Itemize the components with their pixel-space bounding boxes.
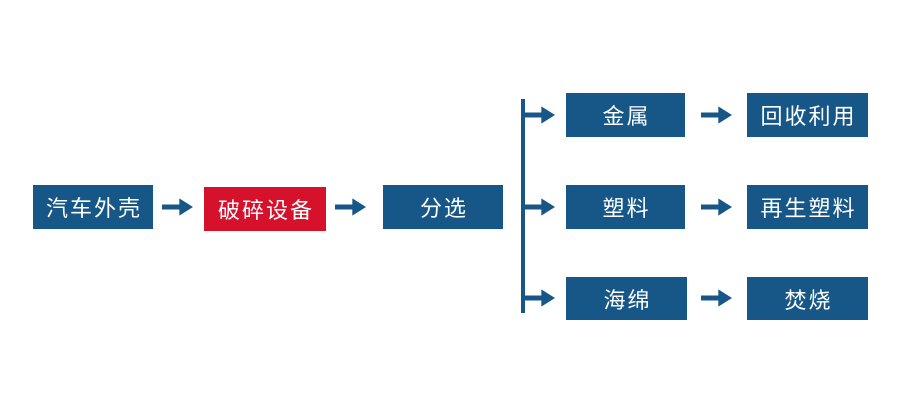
node-incineration-label: 焚烧 bbox=[784, 287, 833, 313]
arrow-right-icon bbox=[162, 198, 193, 216]
node-plastic: 塑料 bbox=[566, 185, 685, 229]
node-plastic-label: 塑料 bbox=[602, 196, 651, 221]
arrow-right-icon bbox=[701, 106, 732, 124]
node-sorting: 分选 bbox=[383, 185, 503, 229]
node-recycled-plastic: 再生塑料 bbox=[747, 185, 868, 229]
branch-arrow-right-icon bbox=[524, 198, 555, 216]
node-crusher: 破碎设备 bbox=[204, 187, 326, 231]
node-recycled-plastic-label: 再生塑料 bbox=[760, 196, 857, 221]
arrow-right-icon bbox=[335, 198, 366, 216]
node-incineration: 焚烧 bbox=[747, 277, 868, 320]
node-sponge: 海绵 bbox=[566, 277, 687, 320]
branch-arrow-right-icon bbox=[524, 106, 555, 124]
branch-connector-line bbox=[521, 99, 525, 313]
node-metal-label: 金属 bbox=[602, 104, 651, 129]
node-crusher-label: 破碎设备 bbox=[217, 198, 314, 223]
arrow-right-icon bbox=[701, 289, 732, 307]
node-recycle-reuse: 回收利用 bbox=[747, 93, 868, 137]
node-sorting-label: 分选 bbox=[419, 196, 468, 221]
node-recycle-reuse-label: 回收利用 bbox=[760, 104, 857, 129]
node-car-shell: 汽车外壳 bbox=[33, 185, 153, 229]
arrow-right-icon bbox=[701, 198, 732, 216]
node-sponge-label: 海绵 bbox=[603, 287, 652, 313]
node-metal: 金属 bbox=[566, 93, 685, 137]
node-car-shell-label: 汽车外壳 bbox=[45, 196, 142, 221]
branch-arrow-right-icon bbox=[524, 289, 555, 307]
